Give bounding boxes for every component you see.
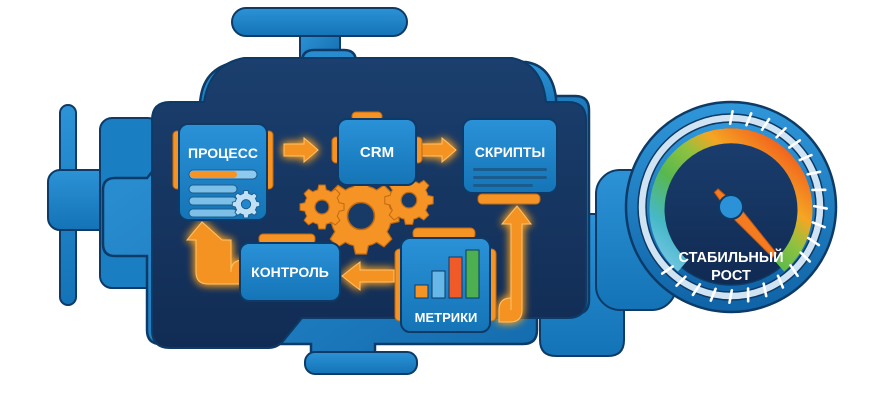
process-label: ПРОЦЕСС — [188, 145, 258, 161]
crm-label: CRM — [360, 144, 394, 161]
node-card-scripts[interactable]: СКРИПТЫ — [462, 118, 558, 205]
crm-card-body[interactable] — [337, 118, 417, 186]
scripts-card-body[interactable] — [462, 118, 558, 194]
arrow-control-to-process — [185, 221, 244, 285]
scripts-line-1 — [473, 168, 547, 171]
scripts-line-2 — [473, 176, 547, 179]
bar-2 — [431, 270, 446, 299]
scripts-bottom-tab — [477, 193, 541, 205]
control-card-body[interactable] — [239, 242, 341, 302]
scripts-label: СКРИПТЫ — [475, 144, 545, 160]
intake-top-bar — [231, 7, 408, 37]
gauge-color-arc — [649, 128, 813, 272]
oil-pan-sump — [304, 351, 418, 375]
node-card-metrics[interactable]: МЕТРИКИ — [394, 227, 497, 333]
metrics-bar-chart — [414, 249, 480, 299]
arrow-process-to-crm — [283, 136, 319, 164]
arrow-crm-to-scripts — [421, 136, 457, 164]
gauge-label-line2: РОСТ — [711, 268, 751, 284]
node-card-process[interactable]: ПРОЦЕСС — [172, 123, 274, 221]
arrow-metrics-to-control — [341, 260, 395, 292]
bar-3 — [448, 256, 463, 299]
gauge-label-line1: СТАБИЛЬНЫЙ — [678, 248, 783, 266]
node-card-control[interactable]: КОНТРОЛЬ — [239, 233, 341, 302]
gear-large-center-icon — [322, 177, 400, 255]
process-line-1 — [188, 184, 238, 194]
gears-cluster — [299, 175, 434, 255]
bar-4 — [465, 249, 480, 299]
node-card-crm[interactable]: CRM — [331, 111, 423, 186]
scripts-line-3 — [473, 184, 533, 187]
gauge-needle-hub — [718, 194, 744, 220]
gear-small-left-icon — [299, 184, 345, 230]
flow-arrows — [185, 136, 533, 323]
gauge-ticks — [660, 109, 829, 305]
process-progress-fill — [190, 171, 237, 178]
growth-gauge[interactable]: СТАБИЛЬНЫЙ РОСТ — [595, 100, 838, 314]
bar-1 — [414, 284, 429, 299]
process-line-3 — [188, 208, 238, 218]
gear-medium-right-icon — [384, 175, 434, 225]
arrow-metrics-to-scripts — [498, 205, 533, 323]
process-gear-icon — [231, 190, 261, 219]
metrics-label: МЕТРИКИ — [415, 310, 478, 325]
process-line-2 — [188, 196, 238, 206]
control-label: КОНТРОЛЬ — [251, 264, 329, 280]
